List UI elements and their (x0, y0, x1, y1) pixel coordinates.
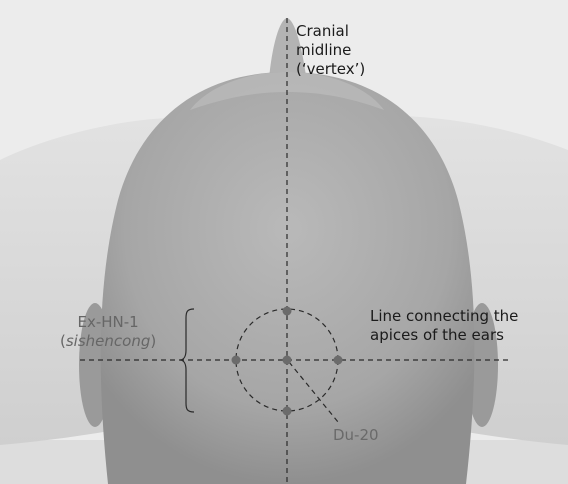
du20-label: Du-20 (333, 426, 379, 445)
ex-hn1-label: Ex-HN-1 (sishencong) (60, 313, 156, 351)
head-top (101, 72, 475, 484)
point-anterior (283, 307, 292, 316)
ex-hn1-code: Ex-HN-1 (60, 313, 156, 332)
point-du20 (283, 356, 292, 365)
point-posterior (283, 407, 292, 416)
cranial-midline-label: Cranial midline (‘vertex’) (296, 22, 365, 79)
ear-line-label: Line connecting the apices of the ears (370, 307, 518, 345)
point-right (334, 356, 343, 365)
point-left (232, 356, 241, 365)
ex-hn1-pinyin: (sishencong) (60, 332, 156, 351)
